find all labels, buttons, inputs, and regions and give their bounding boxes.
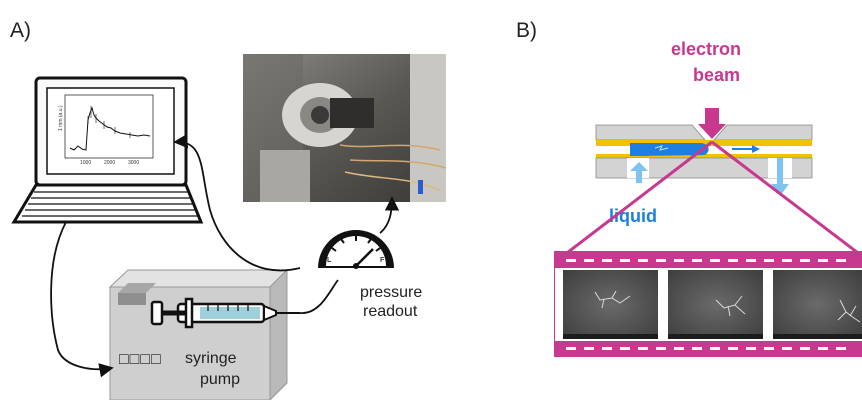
- electron-beam-arrow-icon: [698, 108, 726, 139]
- sem-frame-2: [668, 270, 763, 339]
- syringe-pump-label: syringe: [185, 350, 237, 367]
- panel-a-label: A): [10, 19, 31, 42]
- liquid-outlet-arrow-icon: [771, 158, 789, 196]
- pressure-readout-label-line2: readout: [363, 303, 418, 320]
- pressure-gauge-icon: L F: [318, 230, 394, 269]
- gauge-high-label: F: [380, 257, 385, 264]
- syringe-pump-box: [108, 268, 289, 400]
- pump-display: □□□□: [119, 351, 162, 368]
- svg-text:1000: 1000: [80, 160, 91, 166]
- sem-frame-3: [773, 270, 862, 339]
- image-sequence-filmstrip: [554, 251, 862, 357]
- svg-text:3000: 3000: [128, 160, 139, 166]
- gauge-low-label: L: [327, 257, 332, 264]
- pressure-readout-label: pressure: [360, 284, 422, 301]
- syringe-pump-label-line2: pump: [200, 371, 240, 388]
- svg-text:1 mm (a.u.): 1 mm (a.u.): [58, 105, 64, 131]
- connection-cables: [50, 133, 400, 378]
- electron-beam-label-line2: beam: [693, 65, 740, 85]
- liquid-inlet-arrow-icon: [630, 162, 648, 183]
- pressure-plot-thumbnail: 1 mm (a.u.) 1000 2000 3000: [58, 94, 154, 166]
- sem-frame-1: [563, 270, 658, 339]
- electron-beam-label: electron: [671, 39, 741, 59]
- svg-text:2000: 2000: [104, 160, 115, 166]
- syringe-icon: [150, 297, 300, 329]
- instrument-photo: [243, 54, 447, 202]
- zoom-lines: [562, 140, 862, 258]
- panel-b-label: B): [516, 19, 537, 42]
